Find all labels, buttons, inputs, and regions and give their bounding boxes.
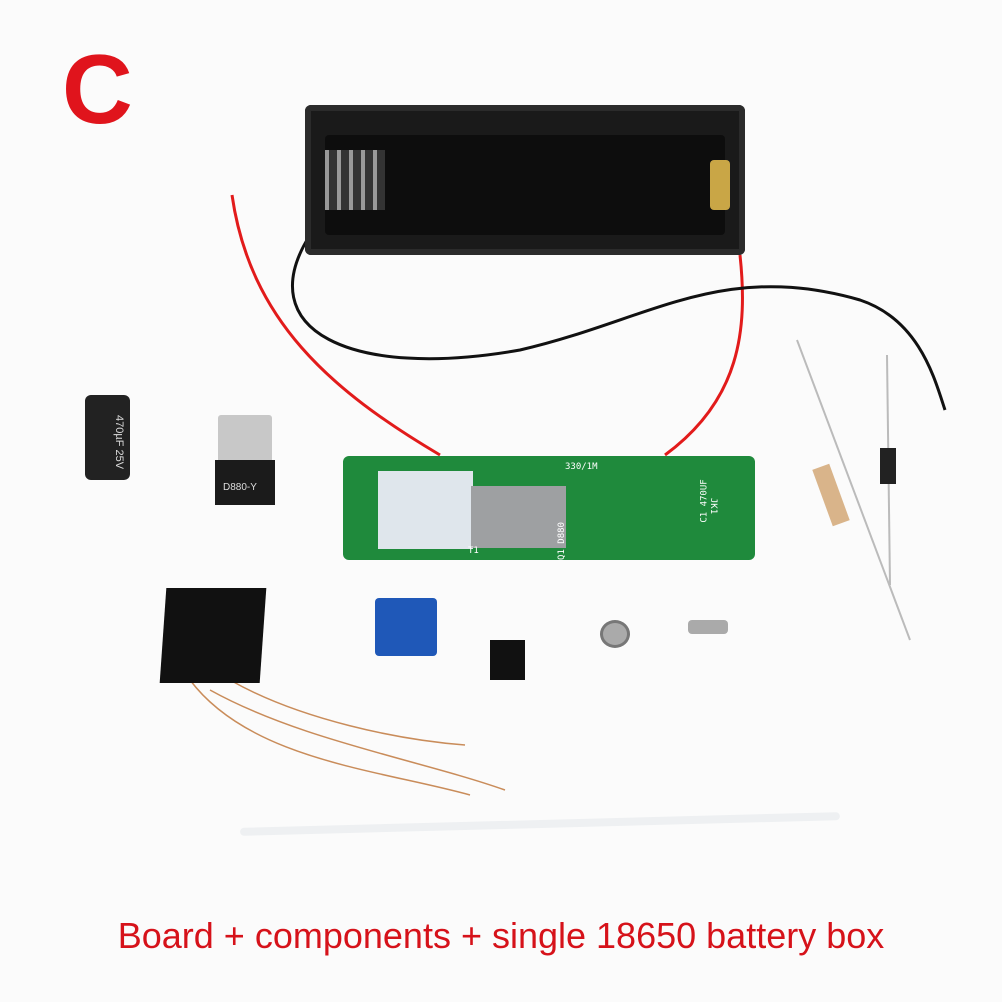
screw [688, 620, 728, 634]
tact-switch [490, 640, 525, 680]
transformer-leads [189, 679, 506, 796]
transistor: D880-Y [215, 460, 275, 505]
black-wire [290, 234, 947, 411]
transistor-label: D880-Y [223, 482, 257, 493]
spring-contact [325, 150, 385, 210]
pcb-jack-label: JK1 [708, 497, 719, 515]
capacitor-label: 470µF 25V [113, 415, 125, 470]
pcb-resistor-label: 330/1M [565, 462, 598, 472]
pcb-transistor-label: Q1 D880 [556, 522, 567, 560]
potentiometer [375, 598, 437, 656]
nut [600, 620, 630, 648]
variant-letter: C [62, 34, 133, 144]
electrolytic-capacitor: 470µF 25V [85, 395, 130, 480]
resistor [796, 339, 911, 641]
pcb-board: 330/1M C1 470UF JK1 Q1 D880 T1 [343, 456, 755, 560]
red-wire [230, 194, 744, 457]
pcb-transformer-label: T1 [468, 546, 479, 556]
caption: Board + components + single 18650 batter… [117, 915, 885, 956]
transformer [159, 588, 267, 683]
transistor-heatsink-tab [218, 415, 272, 463]
18650-battery-box [305, 105, 745, 255]
terminal-contact [710, 160, 730, 210]
